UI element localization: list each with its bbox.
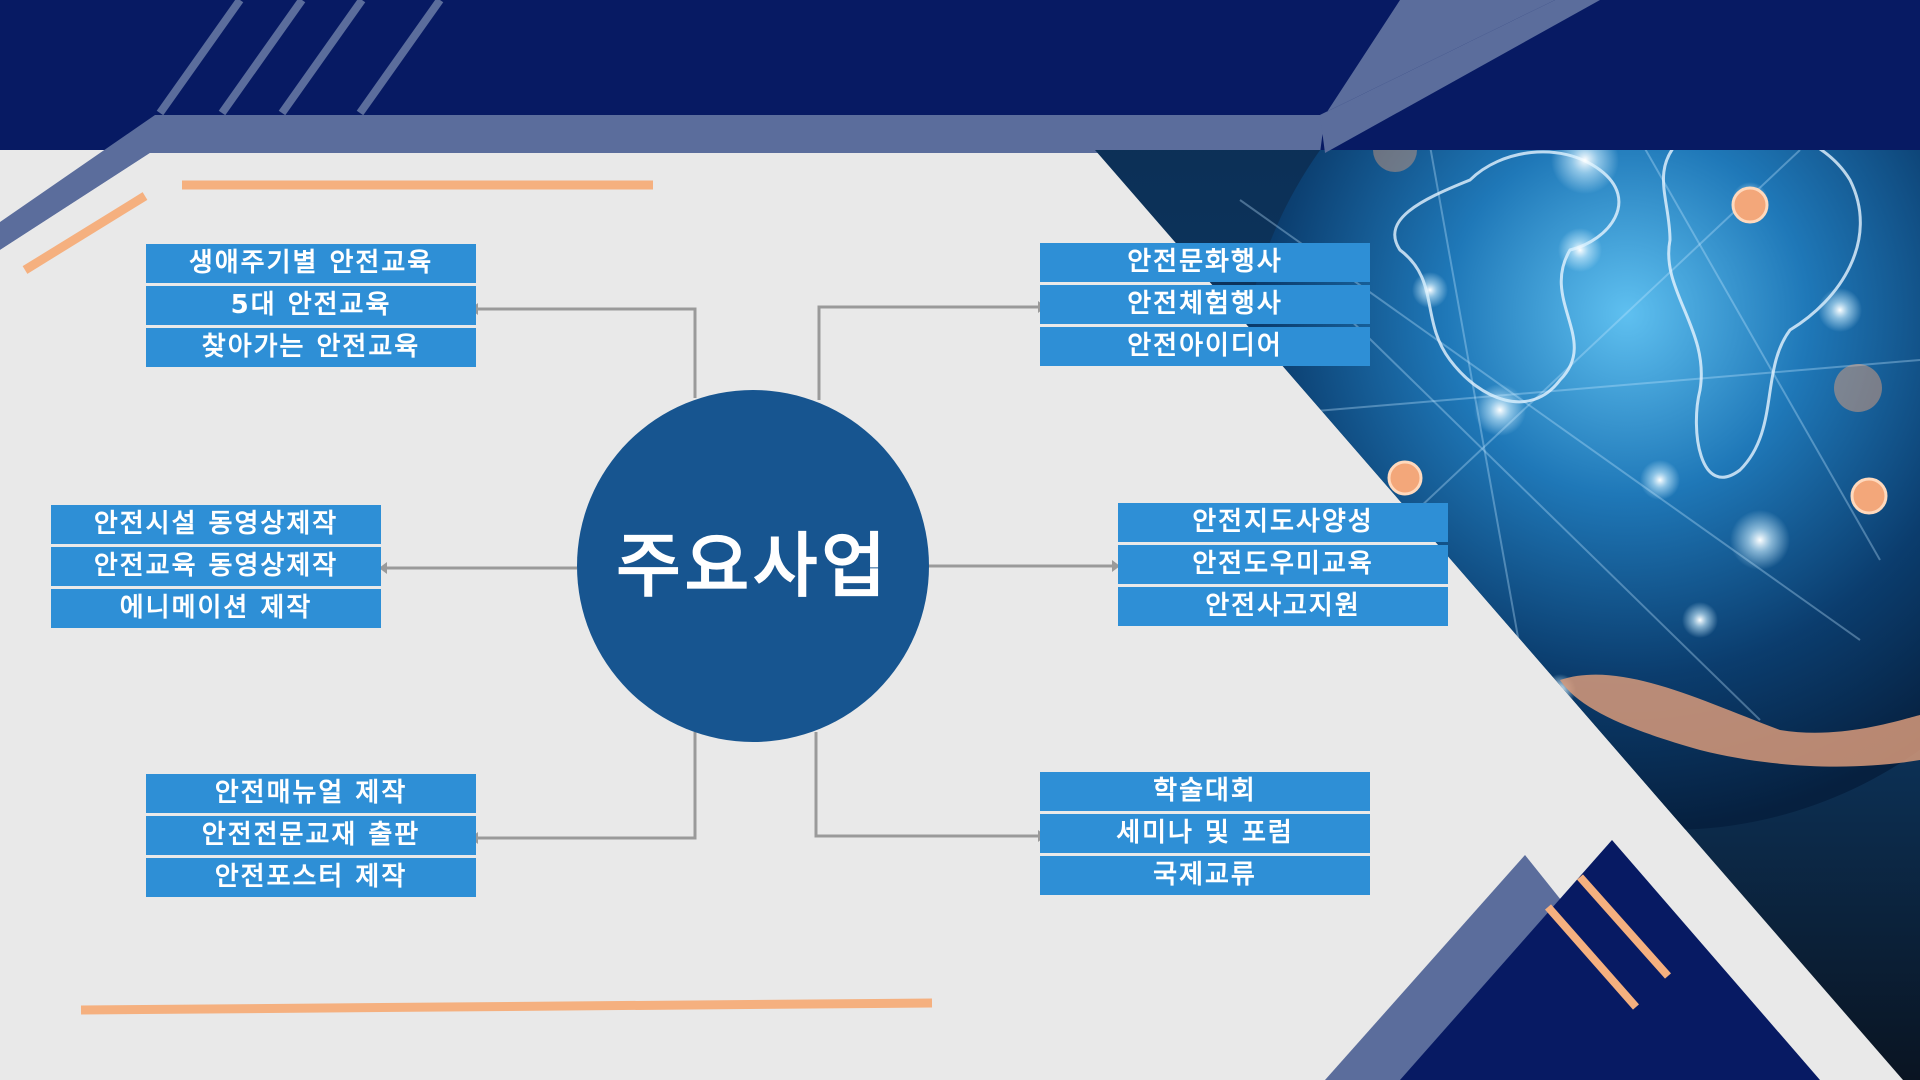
program-box: 안전사고지원 <box>1118 587 1448 626</box>
group-top-left: 생애주기별 안전교육 5대 안전교육 찾아가는 안전교육 <box>146 244 476 370</box>
program-box: 안전지도사양성 <box>1118 503 1448 542</box>
connector <box>814 732 1038 838</box>
connector <box>478 732 697 840</box>
group-top-right: 안전문화행사 안전체험행사 안전아이디어 <box>1040 243 1370 369</box>
slash-stripe <box>278 0 366 116</box>
group-bottom-right: 학술대회 세미나 및 포럼 국제교류 <box>1040 772 1370 898</box>
slash-stripe <box>156 0 244 116</box>
program-box: 학술대회 <box>1040 772 1370 811</box>
group-middle-left: 안전시설 동영상제작 안전교육 동영상제작 에니메이션 제작 <box>51 505 381 631</box>
program-box: 5대 안전교육 <box>146 286 476 325</box>
program-box: 에니메이션 제작 <box>51 589 381 628</box>
program-box: 안전교육 동영상제작 <box>51 547 381 586</box>
slash-stripe <box>356 0 444 116</box>
program-box: 안전체험행사 <box>1040 285 1370 324</box>
connector <box>817 305 1038 400</box>
accent-line <box>22 192 148 274</box>
program-box: 안전아이디어 <box>1040 327 1370 366</box>
program-box: 세미나 및 포럼 <box>1040 814 1370 853</box>
bottom-navy-triangle <box>1400 840 1820 1080</box>
program-box: 생애주기별 안전교육 <box>146 244 476 283</box>
program-box: 찾아가는 안전교육 <box>146 328 476 367</box>
top-slate-band <box>0 115 1325 250</box>
connector-lines <box>379 301 1120 844</box>
program-box: 안전문화행사 <box>1040 243 1370 282</box>
connector <box>478 307 697 398</box>
group-bottom-left: 안전매뉴얼 제작 안전전문교재 출판 안전포스터 제작 <box>146 774 476 900</box>
accent-line <box>1544 904 1640 1010</box>
accent-line <box>80 998 933 1015</box>
program-box: 안전전문교재 출판 <box>146 816 476 855</box>
program-box: 안전매뉴얼 제작 <box>146 774 476 813</box>
center-title: 주요사업 <box>616 525 890 607</box>
program-box: 안전시설 동영상제작 <box>51 505 381 544</box>
slash-stripe <box>218 0 306 116</box>
bottom-slate-triangle <box>1325 855 1565 1080</box>
center-circle <box>577 390 929 742</box>
program-box: 안전도우미교육 <box>1118 545 1448 584</box>
group-middle-right: 안전지도사양성 안전도우미교육 안전사고지원 <box>1118 503 1448 629</box>
program-box: 국제교류 <box>1040 856 1370 895</box>
accent-line <box>1577 874 1671 979</box>
program-box: 안전포스터 제작 <box>146 858 476 897</box>
